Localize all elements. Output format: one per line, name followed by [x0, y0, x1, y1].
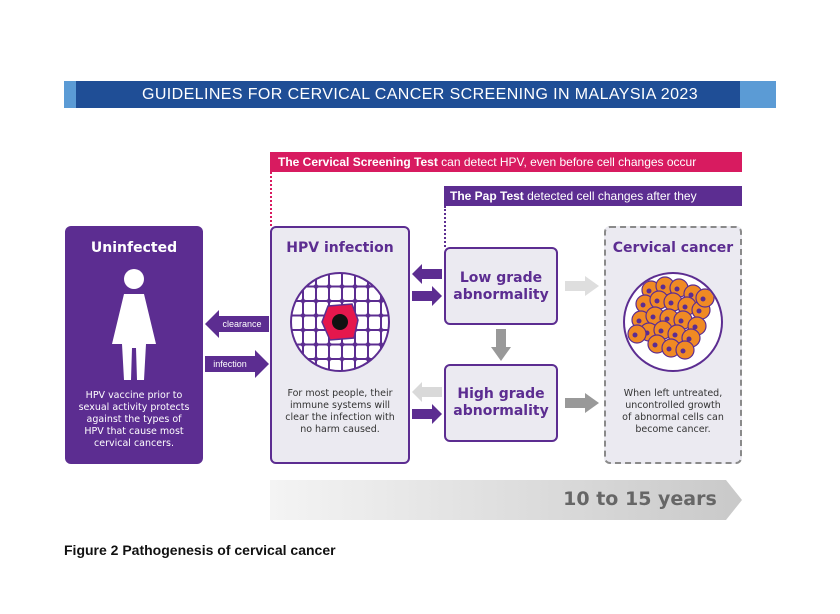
- low-grade-line1: Low grade: [459, 270, 543, 286]
- uninfected-caption-line: cervical cancers.: [94, 438, 174, 449]
- hpv-to-high-arrow-icon: [412, 404, 442, 424]
- pap-test-bold: The Pap Test: [450, 189, 524, 203]
- hpv-infection-title: HPV infection: [286, 240, 394, 256]
- timeline-arrow-icon: [270, 480, 742, 520]
- high-grade-title: High grade abnormality: [444, 386, 558, 420]
- hpv-low-arrows: [412, 264, 442, 306]
- high-grade-line1: High grade: [457, 386, 545, 402]
- cervical-screening-rest: can detect HPV, even before cell changes…: [437, 155, 697, 169]
- pap-test-dotted-line: [444, 206, 446, 247]
- hpv-caption-line: immune systems will: [289, 400, 391, 411]
- low-to-cancer-arrow-icon: [565, 276, 599, 296]
- uninfected-caption-line: against the types of: [86, 414, 182, 425]
- infection-arrow-icon: [205, 350, 269, 378]
- clearance-label: clearance: [222, 319, 262, 329]
- uninfected-caption-line: HPV that cause most: [84, 426, 184, 437]
- high-to-hpv-arrow-icon: [412, 382, 442, 402]
- hpv-caption-line: clear the infection with: [285, 412, 395, 423]
- hpv-infection-caption: For most people, their immune systems wi…: [270, 388, 410, 436]
- timeline-label: 10 to 15 years: [563, 488, 717, 510]
- banner-left-cap: [64, 81, 76, 108]
- cancer-caption-line: When left untreated,: [623, 388, 723, 399]
- cervical-screening-dotted-line: [270, 172, 272, 226]
- banner-right-cap: [740, 81, 776, 108]
- clearance-arrow-icon: [205, 310, 269, 338]
- high-to-cancer-arrow-icon: [565, 393, 599, 413]
- banner-title: GUIDELINES FOR CERVICAL CANCER SCREENING…: [142, 86, 698, 103]
- low-grade-title: Low grade abnormality: [444, 270, 558, 304]
- uninfected-caption: HPV vaccine prior to sexual activity pro…: [65, 390, 203, 450]
- high-grade-box: [444, 364, 558, 442]
- uninfected-caption-line: HPV vaccine prior to: [85, 390, 183, 401]
- cervical-cancer-title: Cervical cancer: [612, 240, 734, 256]
- pap-test-rest: detected cell changes after they occured: [450, 189, 697, 223]
- hpv-high-arrows: [412, 382, 442, 424]
- woman-figure-icon: [112, 269, 156, 380]
- hpv-to-low-arrow-icon: [412, 286, 442, 306]
- cervical-cancer-caption: When left untreated, uncontrolled growth…: [604, 388, 742, 436]
- low-grade-box: [444, 247, 558, 325]
- low-grade-line2: abnormality: [453, 287, 549, 303]
- uninfected-title: Uninfected: [90, 240, 178, 256]
- cervical-screening-bold: The Cervical Screening Test: [278, 155, 438, 169]
- cancer-caption-line: become cancer.: [635, 424, 711, 435]
- title-banner: [64, 81, 776, 108]
- cervical-screening-bar: The Cervical Screening Test can detect H…: [270, 152, 742, 172]
- cancer-caption-line: of abnormal cells can: [622, 412, 724, 423]
- hpv-caption-line: no harm caused.: [300, 424, 380, 435]
- hpv-caption-line: For most people, their: [287, 388, 393, 399]
- cancer-caption-line: uncontrolled growth: [625, 400, 721, 411]
- low-to-high-arrow-icon: [491, 329, 511, 361]
- high-grade-line2: abnormality: [453, 403, 549, 419]
- uninfected-caption-line: sexual activity protects: [78, 402, 190, 413]
- cancer-cells-icon: [623, 272, 723, 372]
- infected-cells-icon: [290, 272, 390, 372]
- infection-label: infection: [213, 359, 247, 369]
- figure-caption: Figure 2 Pathogenesis of cervical cancer: [64, 542, 336, 558]
- low-to-hpv-arrow-icon: [412, 264, 442, 284]
- pap-test-bar: The Pap Test detected cell changes after…: [444, 186, 742, 223]
- clearance-infection-arrows: [205, 310, 269, 378]
